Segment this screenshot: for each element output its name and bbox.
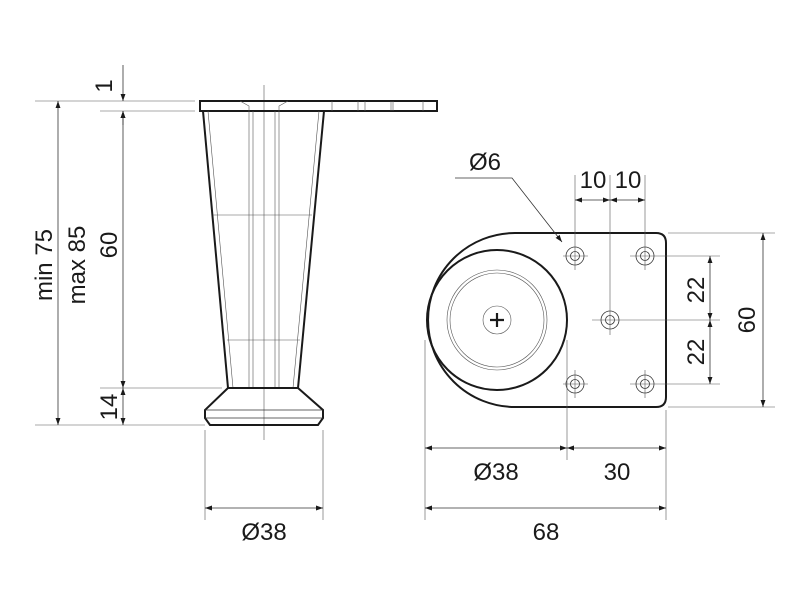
foot-circle	[426, 249, 568, 391]
screw-circle	[482, 305, 512, 335]
dim-circle-diameter: Ø38	[473, 459, 518, 486]
plate-outline	[427, 232, 667, 408]
dim-top-plate: 1	[91, 79, 118, 92]
dim-hole-diameter: Ø6	[469, 149, 501, 176]
mounting-plate	[199, 100, 438, 112]
dim-hole-spacing-right: 10	[615, 167, 642, 194]
dim-hole-spacing-left: 10	[580, 167, 607, 194]
screw-cross-icon	[490, 313, 504, 327]
top-view-plate	[426, 175, 720, 408]
dim-plate-offset: 30	[604, 459, 631, 486]
dim-max-height: max 85	[64, 226, 91, 305]
dim-total-width: 68	[533, 519, 560, 546]
dim-body-height: 60	[96, 232, 123, 259]
leg-foot	[204, 387, 324, 426]
side-view-leg	[199, 85, 438, 440]
dim-plate-height: 60	[734, 307, 761, 334]
dim-hole-vertical-upper: 22	[683, 277, 710, 304]
dim-foot-diameter: Ø38	[241, 519, 286, 546]
top-view-dimensions: Ø6 10 10 22 22 60 Ø38 30 68	[424, 149, 775, 546]
side-view-dimensions: 1 min 75 max 85 60 14 Ø38	[31, 65, 324, 546]
dim-min-height: min 75	[31, 229, 58, 301]
dim-hole-vertical-lower: 22	[683, 339, 710, 366]
dim-foot-height: 14	[96, 394, 123, 421]
